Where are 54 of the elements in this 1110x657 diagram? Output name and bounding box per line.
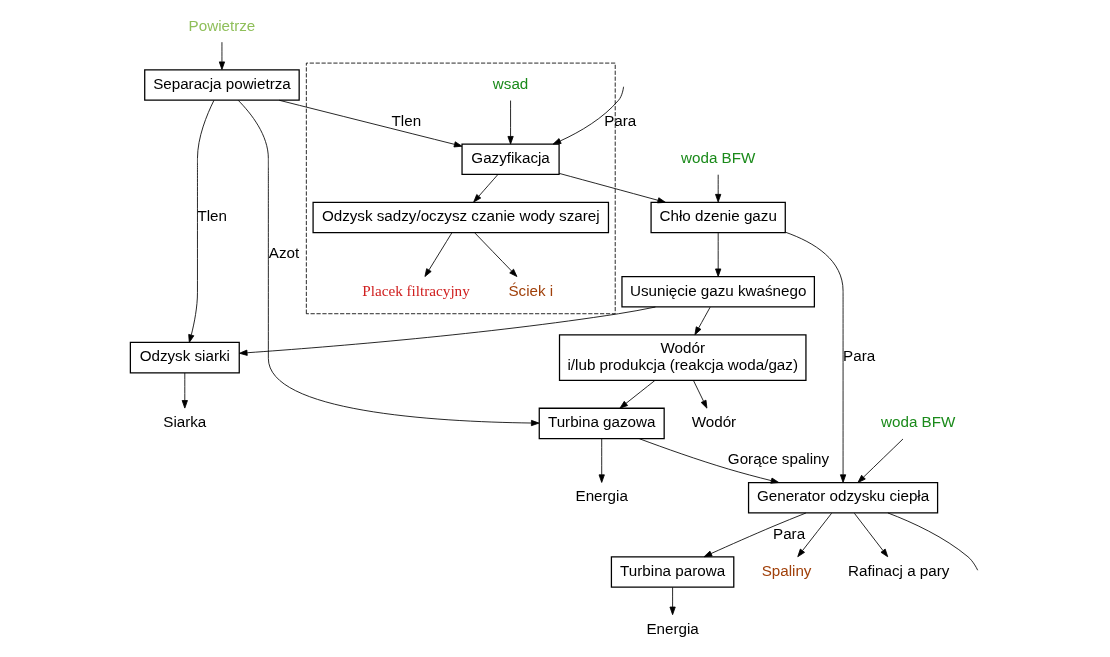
node-box: Separacja powietrza xyxy=(144,69,300,101)
arrow xyxy=(694,306,711,336)
connector xyxy=(887,512,979,571)
edge-label: Azot xyxy=(268,244,300,262)
node-text: wsad xyxy=(492,74,529,92)
node-text: Spaliny xyxy=(761,561,812,579)
arrow xyxy=(853,512,889,558)
node-text: Energia xyxy=(646,619,699,637)
arrow xyxy=(797,512,833,558)
node-box: Turbina gazowa xyxy=(538,407,665,440)
edge-label: Tlen xyxy=(391,111,422,129)
arrow xyxy=(638,438,780,484)
node-text: Rafinacj a pary xyxy=(848,561,950,579)
arrow xyxy=(784,231,847,483)
arrow xyxy=(552,86,624,145)
node-text: Energia xyxy=(575,487,628,505)
edge-label: Para xyxy=(773,524,806,542)
node-text: Siarka xyxy=(163,413,207,431)
node-box: Chło dzenie gazu xyxy=(650,201,786,234)
node-text: Placek filtracyjny xyxy=(362,281,470,299)
arrow xyxy=(473,174,499,203)
arrow xyxy=(857,438,904,483)
edge-label: Para xyxy=(843,347,876,365)
arrow xyxy=(619,380,656,409)
arrow xyxy=(239,306,656,356)
arrow xyxy=(715,174,722,203)
node-text: Powietrze xyxy=(188,16,256,34)
arrow xyxy=(181,372,188,409)
arrow xyxy=(188,99,215,343)
arrow xyxy=(424,232,453,277)
arrow xyxy=(507,100,514,145)
node-box: Usunięcie gazu kwaśnego xyxy=(621,275,815,308)
arrow xyxy=(693,380,708,409)
node-text: Ściek i xyxy=(508,281,554,299)
arrow xyxy=(703,512,807,558)
arrow xyxy=(669,586,676,616)
node-text: woda BFW xyxy=(881,413,956,431)
edge-label: Gorące spaliny xyxy=(727,450,830,468)
node-box: Odzysk sadzy/oczysz czanie wody szarej xyxy=(312,201,610,234)
node-text: woda BFW xyxy=(681,149,756,167)
node-box: Odzysk siarki xyxy=(129,341,240,374)
arrow xyxy=(715,232,722,277)
node-box: Wodór i/lub produkcja (reakcja woda/gaz) xyxy=(558,334,807,382)
arrow xyxy=(218,41,225,70)
node-box: Turbina parowa xyxy=(610,556,735,588)
arrow xyxy=(237,99,540,427)
edge-label: Para xyxy=(604,111,637,129)
arrow xyxy=(558,172,666,204)
arrow xyxy=(474,232,518,277)
node-box: Gazyfikacja xyxy=(461,143,560,176)
node-text: Wodór xyxy=(691,413,737,431)
arrow xyxy=(598,438,605,483)
node-box: Generator odzysku ciepła xyxy=(747,481,939,514)
arrow xyxy=(278,99,463,148)
